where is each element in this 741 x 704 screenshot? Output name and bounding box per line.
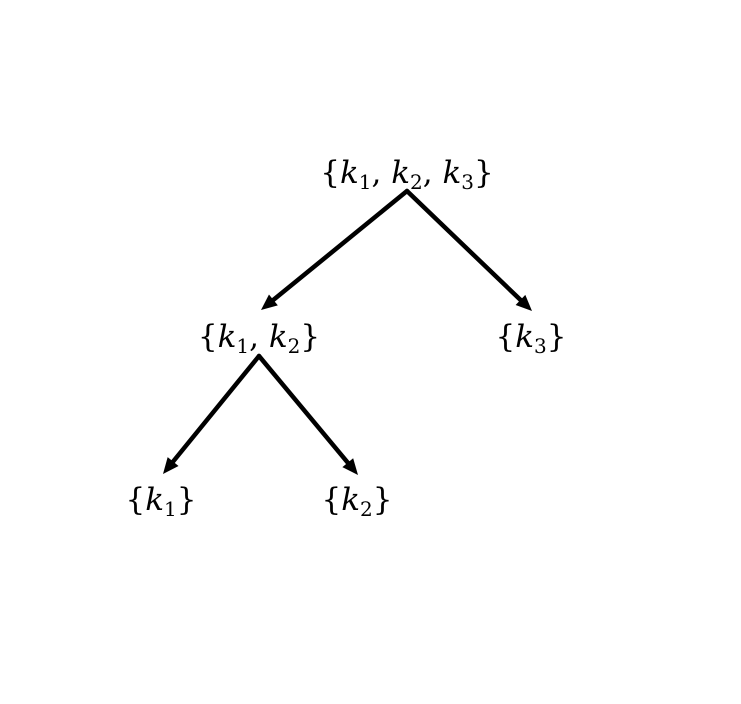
open-brace: { (126, 482, 146, 518)
element-symbol: k (391, 155, 410, 191)
edge-left-to-left-left (163, 353, 262, 474)
element-subscript: 2 (288, 334, 301, 358)
element-symbol: k (145, 482, 164, 518)
element-subscript: 2 (360, 497, 373, 521)
close-brace: } (177, 482, 197, 518)
nodes-layer: {k1, k2, k3}{k1, k2}{k3}{k1}{k2} (126, 155, 567, 521)
element-symbol: k (442, 155, 461, 191)
edges-layer (163, 188, 532, 475)
arrowhead-icon (515, 294, 532, 311)
comma-separator: , (423, 155, 443, 191)
open-brace: { (320, 155, 340, 191)
close-brace: } (474, 155, 494, 191)
node-right-label: {k3} (496, 319, 567, 358)
node-left-label: {k1, k2} (198, 319, 320, 358)
element-symbol: k (515, 319, 534, 355)
element-subscript: 3 (534, 334, 547, 358)
element-subscript: 1 (236, 334, 249, 358)
element-symbol: k (269, 319, 288, 355)
open-brace: { (198, 319, 218, 355)
close-brace: } (300, 319, 320, 355)
edge-line (169, 353, 262, 466)
edge-root-to-right (404, 188, 532, 311)
arrowhead-icon (342, 458, 358, 475)
close-brace: } (373, 482, 393, 518)
element-subscript: 1 (359, 170, 372, 194)
element-symbol: k (341, 482, 360, 518)
close-brace: } (547, 319, 567, 355)
open-brace: { (322, 482, 342, 518)
comma-separator: , (249, 319, 269, 355)
element-subscript: 3 (461, 170, 474, 194)
edge-line (404, 188, 525, 304)
node-left-left-label: {k1} (126, 482, 197, 521)
element-subscript: 1 (164, 497, 177, 521)
comma-separator: , (372, 155, 392, 191)
node-root-label: {k1, k2, k3} (320, 155, 494, 194)
element-symbol: k (340, 155, 359, 191)
open-brace: { (496, 319, 516, 355)
edge-root-to-left (261, 188, 410, 310)
edge-line (256, 353, 352, 467)
element-symbol: k (218, 319, 237, 355)
element-subscript: 2 (410, 170, 423, 194)
edge-line (269, 188, 410, 304)
arrowhead-icon (163, 457, 179, 474)
node-left-right-label: {k2} (322, 482, 393, 521)
edge-left-to-left-right (256, 353, 358, 475)
arrowhead-icon (261, 294, 278, 310)
